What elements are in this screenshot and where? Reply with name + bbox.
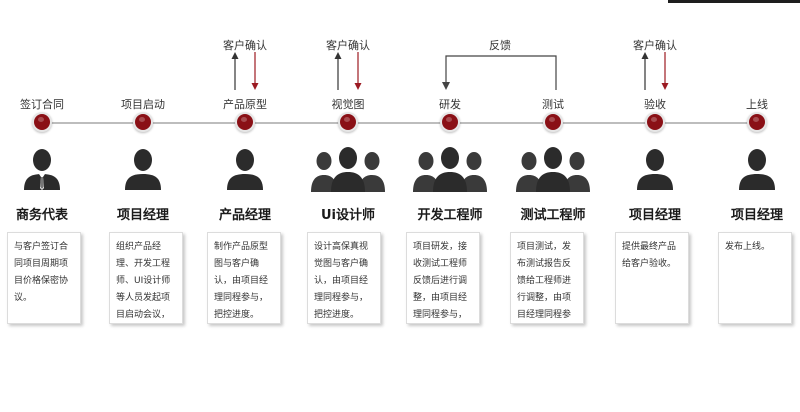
description-box: 项目研发，接收测试工程师反馈后进行调整，由项目经理同程参与，把控进度。 bbox=[406, 232, 480, 324]
feedback-label: 反馈 bbox=[489, 39, 511, 52]
confirm-arrows-icon bbox=[229, 52, 261, 94]
timeline-node bbox=[34, 114, 50, 130]
stage-label: 测试 bbox=[542, 98, 564, 111]
stage-label: 产品原型 bbox=[223, 98, 267, 111]
team-icon bbox=[516, 146, 590, 196]
timeline-node bbox=[135, 114, 151, 130]
timeline-node bbox=[749, 114, 765, 130]
customer-confirm-label: 客户确认 bbox=[326, 39, 370, 52]
description-box: 与客户签订合同项目周期项目价格保密协议。 bbox=[7, 232, 81, 324]
role-title: Ui设计师 bbox=[320, 208, 375, 223]
team-icon bbox=[413, 146, 487, 196]
stage-label: 研发 bbox=[439, 98, 461, 111]
timeline-node bbox=[237, 114, 253, 130]
feedback-loop-arrow bbox=[442, 55, 557, 90]
description-box: 发布上线。 bbox=[718, 232, 792, 324]
person-icon bbox=[225, 146, 265, 194]
person-icon bbox=[123, 146, 163, 194]
confirm-arrows-icon bbox=[332, 52, 364, 94]
description-box: 提供最终产品给客户验收。 bbox=[615, 232, 689, 324]
person-icon bbox=[635, 146, 675, 194]
description-box: 制作产品原型图与客户确认，由项目经理同程参与，把控进度。 bbox=[207, 232, 281, 324]
role-title: 测试工程师 bbox=[520, 208, 586, 223]
stage-label: 视觉图 bbox=[331, 98, 365, 111]
role-title: 开发工程师 bbox=[417, 208, 483, 223]
timeline-node bbox=[647, 114, 663, 130]
customer-confirm-label: 客户确认 bbox=[633, 39, 677, 52]
confirm-arrows-icon bbox=[639, 52, 671, 94]
stage-label: 验收 bbox=[644, 98, 666, 111]
stage-label: 上线 bbox=[746, 98, 768, 111]
top-accent-bar bbox=[668, 0, 800, 3]
description-box: 项目测试，发布测试报告反馈给工程师进行调整，由项目经理同程参与，把控进度。 bbox=[510, 232, 584, 324]
role-title: 商务代表 bbox=[15, 208, 68, 223]
stage-label: 签订合同 bbox=[20, 98, 64, 111]
customer-confirm-label: 客户确认 bbox=[223, 39, 267, 52]
description-box: 设计高保真视觉图与客户确认，由项目经理同程参与，把控进度。 bbox=[307, 232, 381, 324]
stage-label: 项目启动 bbox=[121, 98, 165, 111]
timeline-node bbox=[545, 114, 561, 130]
role-title: 项目经理 bbox=[628, 208, 681, 223]
role-title: 产品经理 bbox=[218, 208, 271, 223]
timeline-node bbox=[340, 114, 356, 130]
role-title: 项目经理 bbox=[730, 208, 783, 223]
person-icon bbox=[737, 146, 777, 194]
description-box: 组织产品经理、开发工程师、UI设计师等人员发起项目启动会议，组建项目团队。 bbox=[109, 232, 183, 324]
team-icon bbox=[311, 146, 385, 196]
timeline-node bbox=[442, 114, 458, 130]
timeline-line bbox=[42, 122, 758, 124]
businessman-icon bbox=[22, 146, 62, 194]
role-title: 项目经理 bbox=[116, 208, 169, 223]
